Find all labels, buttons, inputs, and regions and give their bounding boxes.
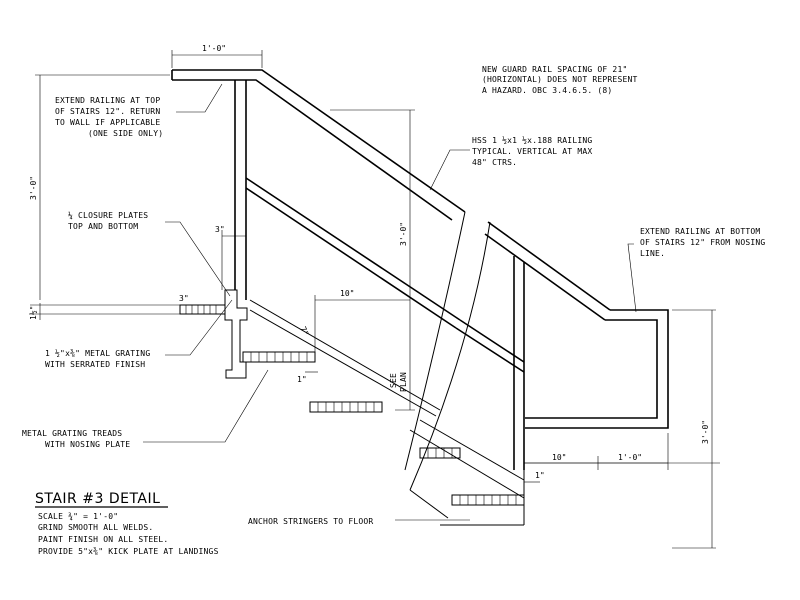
hss-railing-line-1: HSS 1 ½x1 ½x.188 RAILING	[472, 135, 592, 145]
dim-nosing-1-top: 1"	[297, 375, 307, 384]
dimension-lines	[35, 50, 716, 549]
grating-treads-line-1: METAL GRATING TREADS	[22, 429, 122, 438]
leader-lines	[143, 83, 637, 521]
see-plan-line-2: PLAN	[399, 372, 408, 392]
dim-landing-thickness: 1½"	[28, 306, 38, 320]
metal-grating-line-2: WITH SERRATED FINISH	[45, 360, 145, 369]
title-block: STAIR #3 DETAIL SCALE ¾" = 1'-0" GRIND S…	[35, 491, 219, 556]
guard-rail-spacing-note: NEW GUARD RAIL SPACING OF 21" (HORIZONTA…	[482, 65, 638, 95]
metal-grating-note: 1 ½"x⅜" METAL GRATING WITH SERRATED FINI…	[45, 348, 150, 369]
dim-riser-7: 7"	[298, 325, 310, 338]
general-note-1: GRIND SMOOTH ALL WELDS.	[38, 523, 153, 532]
closure-plates-line-2: TOP AND BOTTOM	[68, 222, 138, 231]
tread-2	[309, 401, 383, 413]
extend-top-line-2: OF STAIRS 12". RETURN	[55, 107, 160, 116]
dim-tread-10-top: 10"	[340, 289, 354, 298]
extend-bottom-note: EXTEND RAILING AT BOTTOM OF STAIRS 12" F…	[640, 227, 765, 258]
metal-grating-line-1: 1 ½"x⅜" METAL GRATING	[45, 348, 150, 358]
see-plan-line-1: SEE	[389, 373, 398, 388]
see-plan-note: SEE PLAN	[389, 372, 408, 392]
tread-1	[242, 351, 316, 363]
tread-4	[451, 494, 525, 506]
anchor-stringers-note: ANCHOR STRINGERS TO FLOOR	[248, 517, 373, 526]
hss-railing-line-3: 48" CTRS.	[472, 158, 517, 167]
extend-bottom-line-3: LINE.	[640, 249, 665, 258]
closure-plates-note: ¼ CLOSURE PLATES TOP AND BOTTOM	[68, 211, 148, 231]
extend-top-note: EXTEND RAILING AT TOP OF STAIRS 12". RET…	[55, 96, 163, 138]
guard-spacing-line-3: A HAZARD. OBC 3.4.6.5. (8)	[482, 86, 612, 95]
drawing-title: STAIR #3 DETAIL	[35, 491, 160, 507]
top-grating-hatch	[185, 305, 217, 314]
grating-treads-line-2: WITH NOSING PLATE	[45, 440, 130, 449]
guard-spacing-line-1: NEW GUARD RAIL SPACING OF 21"	[482, 65, 627, 74]
dim-left-height: 3'-0"	[29, 176, 38, 200]
extend-top-line-3: TO WALL IF APPLICABLE	[55, 118, 160, 127]
dim-right-height: 3'-0"	[701, 420, 710, 444]
extend-bottom-line-1: EXTEND RAILING AT BOTTOM	[640, 227, 760, 236]
guard-spacing-line-2: (HORIZONTAL) DOES NOT REPRESENT	[482, 75, 638, 84]
tread-3	[419, 447, 461, 459]
closure-plates-line-1: ¼ CLOSURE PLATES	[68, 211, 148, 220]
extend-top-line-4: (ONE SIDE ONLY)	[88, 129, 163, 138]
general-note-3: PROVIDE 5"x⅜" KICK PLATE AT LANDINGS	[38, 547, 219, 556]
hss-railing-note: HSS 1 ½x1 ½x.188 RAILING TYPICAL. VERTIC…	[472, 135, 592, 167]
dim-tread-10-bottom: 10"	[552, 453, 566, 462]
general-note-2: PAINT FINISH ON ALL STEEL.	[38, 535, 168, 544]
dim-top-extension: 1'-0"	[202, 44, 226, 53]
hss-railing-line-2: TYPICAL. VERTICAL AT MAX	[472, 147, 592, 156]
grating-treads-note: METAL GRATING TREADS WITH NOSING PLATE	[22, 429, 130, 449]
stair-structure	[30, 69, 720, 526]
drawing-scale: SCALE ¾" = 1'-0"	[38, 512, 118, 521]
extend-bottom-line-2: OF STAIRS 12" FROM NOSING	[640, 238, 765, 247]
dim-offset-3-upper: 3"	[215, 225, 225, 234]
dim-nosing-1-bottom: 1"	[535, 471, 545, 480]
dim-mid-height: 3'-0"	[399, 222, 408, 246]
dim-offset-3-lower: 3"	[179, 294, 189, 303]
extend-top-line-1: EXTEND RAILING AT TOP	[55, 96, 160, 105]
dim-bottom-extension: 1'-0"	[618, 453, 642, 462]
